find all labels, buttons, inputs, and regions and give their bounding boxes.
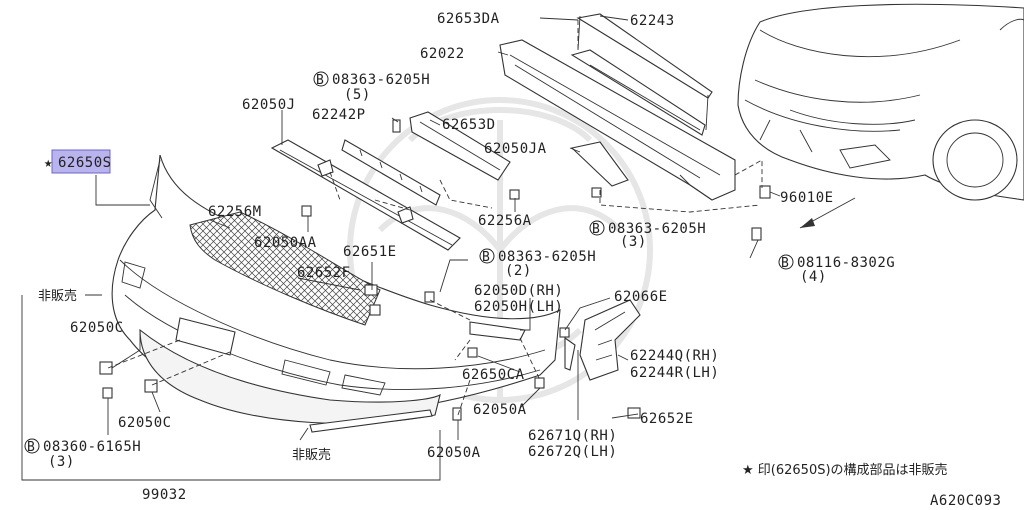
label-62050A-2: 62050A xyxy=(427,445,481,461)
label-62256M: 62256M xyxy=(208,204,262,220)
label-62050C-bot: 62050C xyxy=(118,415,172,431)
label-08363-mid-qty: (2) xyxy=(505,263,532,279)
label-62243: 62243 xyxy=(630,13,675,29)
lower-lip xyxy=(309,409,433,433)
svg-text:B: B xyxy=(781,256,789,271)
label-62050H: 62050H(LH) xyxy=(474,299,563,315)
label-62244Q: 62244Q(RH) xyxy=(630,348,719,364)
label-62651E: 62651E xyxy=(343,244,397,260)
label-not-sold-2: 非販売 xyxy=(292,447,331,463)
label-08363-top-qty: (5) xyxy=(344,87,371,103)
part-62243 xyxy=(576,13,713,99)
part-62244Q xyxy=(579,299,641,381)
bolt-marker-icon-08116: B xyxy=(778,254,794,271)
label-62256A: 62256A xyxy=(478,213,532,229)
label-62650S: 62650S xyxy=(58,155,112,171)
label-62244R: 62244R(LH) xyxy=(630,365,719,381)
bolt-marker-icon-top: B xyxy=(313,71,329,88)
label-62050J: 62050J xyxy=(242,97,296,113)
part-62050D xyxy=(469,321,526,341)
label-62242P: 62242P xyxy=(312,107,366,123)
label-62672Q: 62672Q(LH) xyxy=(528,444,617,460)
watermark-emblem xyxy=(347,97,653,403)
svg-text:B: B xyxy=(27,440,35,455)
label-62671Q: 62671Q(RH) xyxy=(528,428,617,444)
part-62242P xyxy=(341,139,441,206)
label-96010E: 96010E xyxy=(780,190,834,206)
svg-text:B: B xyxy=(316,73,324,88)
svg-text:B: B xyxy=(592,222,600,237)
part-labels: 62653DA 62243 62022 08363-6205H (5) 6205… xyxy=(38,11,1001,509)
highlight-box xyxy=(51,149,111,174)
part-62256M xyxy=(189,211,381,326)
label-62050A-1: 62050A xyxy=(473,402,527,418)
label-08363-mid: 08363-6205H xyxy=(498,249,596,265)
bolt-marker-icon-right: B xyxy=(589,220,605,237)
label-62650CA: 62650CA xyxy=(462,367,525,383)
fasteners xyxy=(99,141,771,421)
label-08116-qty: (4) xyxy=(800,269,827,285)
legend-note: ★ 印(62650S)の構成部品は非販売 xyxy=(742,462,948,478)
label-62066E: 62066E xyxy=(614,289,668,305)
star-mark: ★ xyxy=(44,155,53,171)
label-62050JA: 62050JA xyxy=(484,141,547,157)
label-62652E: 62652E xyxy=(640,411,694,427)
svg-text:B: B xyxy=(482,250,490,265)
bolt-marker-icon-08360: B xyxy=(24,438,40,455)
label-08363-top: 08363-6205H xyxy=(332,72,430,88)
label-08360-qty: (3) xyxy=(48,454,75,470)
figure-code: A620C093 xyxy=(930,493,1001,509)
label-62653D: 62653D xyxy=(442,117,496,133)
label-not-sold-1: 非販売 xyxy=(38,288,77,304)
bolt-marker-icon-mid: B xyxy=(479,248,495,265)
part-62022 xyxy=(499,39,736,201)
label-99032: 99032 xyxy=(142,487,187,503)
label-62653DA: 62653DA xyxy=(437,11,500,27)
label-62022: 62022 xyxy=(420,46,465,62)
arrow-head xyxy=(800,218,815,228)
bolt-62242P xyxy=(392,119,401,133)
label-08363-right: 08363-6205H xyxy=(608,221,706,237)
label-62050C-top: 62050C xyxy=(70,320,124,336)
label-08360: 08360-6165H xyxy=(43,439,141,455)
leader-lines xyxy=(21,15,781,481)
label-62050D: 62050D(RH) xyxy=(474,283,563,299)
label-62652F: 62652F xyxy=(297,265,351,281)
label-62050AA: 62050AA xyxy=(254,235,317,251)
label-08116: 08116-8302G xyxy=(797,255,895,271)
car-sketch xyxy=(737,3,1024,201)
label-08363-right-qty: (3) xyxy=(620,234,647,250)
